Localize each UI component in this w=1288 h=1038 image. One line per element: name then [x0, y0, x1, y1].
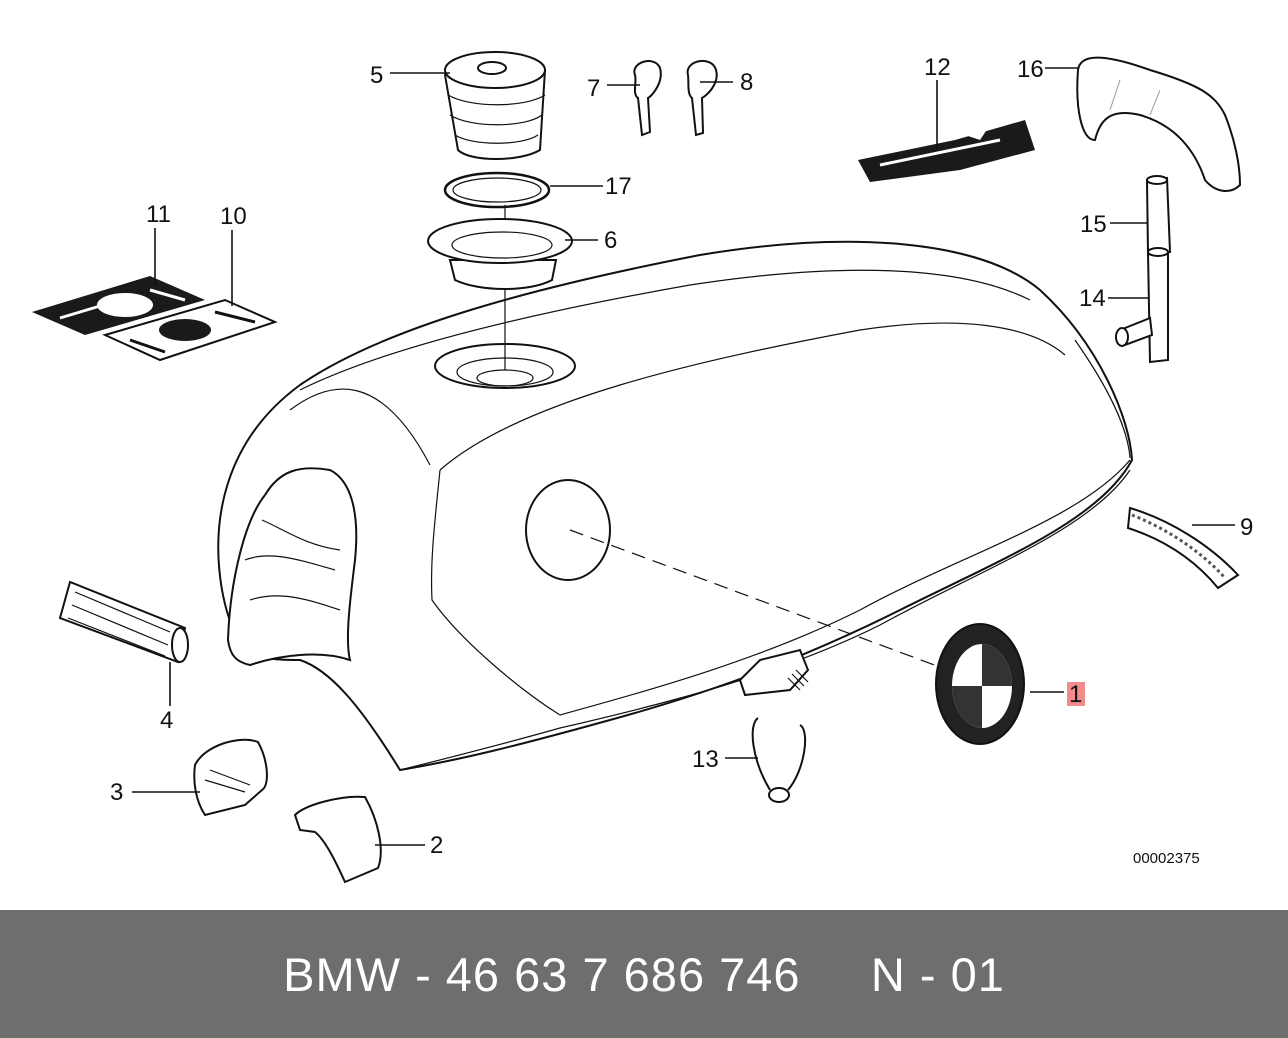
- separator: -: [415, 947, 432, 1001]
- callout-17: 17: [605, 173, 632, 200]
- rubber-cap-2-part: [293, 795, 382, 884]
- cover-part-16: [1076, 56, 1242, 192]
- callout-9: 9: [1240, 514, 1253, 541]
- brand-label: BMW: [283, 947, 402, 1001]
- hose-part: [1145, 175, 1172, 256]
- bmw-emblem-part: [935, 623, 1025, 745]
- spring-clip-part: [751, 717, 807, 803]
- fitting-part: [1115, 247, 1169, 364]
- callout-2: 2: [430, 832, 443, 859]
- parts-diagram: 1 2 3 4 5 6 7 8 9 10 11 12 13 14 15 16 1…: [32, 51, 1253, 884]
- key-8-part: [686, 60, 718, 137]
- leader-lines: [132, 67, 1235, 846]
- callout-11: 11: [146, 201, 171, 228]
- decal-10-part: [102, 298, 278, 362]
- stripe-decal-part: [858, 120, 1035, 182]
- callout-12: 12: [924, 54, 951, 81]
- callout-4: 4: [160, 707, 173, 734]
- rubber-strip-part: [1126, 506, 1240, 590]
- callout-7: 7: [587, 75, 600, 102]
- rubber-pad-part: [58, 580, 189, 664]
- filler-cap-part: [443, 51, 547, 160]
- callout-15: 15: [1080, 211, 1107, 238]
- callout-8: 8: [740, 69, 753, 96]
- document-number: 00002375: [1133, 850, 1200, 867]
- key-7-part: [633, 60, 662, 137]
- highlight-box: [1067, 682, 1085, 706]
- callout-3: 3: [110, 779, 123, 806]
- rubber-cap-3-part: [193, 738, 268, 817]
- variant-code: N - 01: [870, 947, 1005, 1001]
- callout-16: 16: [1017, 56, 1044, 83]
- callout-6: 6: [604, 227, 617, 254]
- callout-1: 1: [1069, 681, 1082, 708]
- decal-11-part: [32, 276, 205, 335]
- callout-14: 14: [1079, 285, 1106, 312]
- gasket-ring-part: [443, 171, 551, 209]
- callout-10: 10: [220, 203, 247, 230]
- callout-13: 13: [692, 746, 719, 773]
- part-number-banner: BMW - 46 63 7 686 746 N - 01: [0, 910, 1288, 1038]
- filler-ring-part: [427, 218, 573, 290]
- callout-5: 5: [370, 62, 383, 89]
- fuel-tank: [217, 205, 1134, 772]
- part-number: 46 63 7 686 746: [445, 947, 801, 1001]
